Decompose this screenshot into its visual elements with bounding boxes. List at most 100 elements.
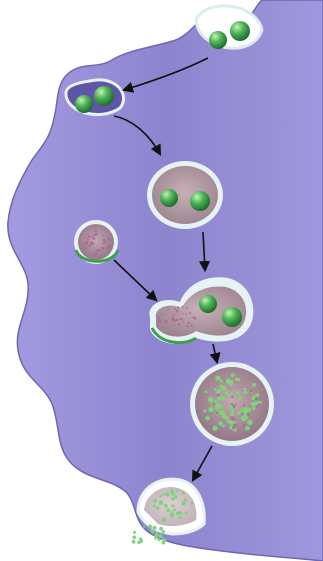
texture-dot bbox=[245, 426, 250, 431]
texture-dot bbox=[181, 306, 183, 308]
texture-dot bbox=[158, 317, 160, 319]
stage-membrane-invagination bbox=[66, 80, 124, 115]
texture-dot bbox=[238, 396, 242, 400]
texture-dot bbox=[162, 517, 167, 522]
lysosome-lumen bbox=[78, 224, 114, 260]
texture-dot bbox=[154, 534, 158, 538]
texture-dot bbox=[82, 244, 84, 246]
texture-dot bbox=[162, 538, 164, 540]
texture-dot bbox=[189, 312, 191, 314]
texture-dot bbox=[193, 316, 196, 319]
texture-dot bbox=[184, 511, 187, 514]
texture-dot bbox=[234, 403, 236, 405]
texture-dot bbox=[218, 421, 223, 426]
particle-green bbox=[230, 21, 250, 41]
texture-dot bbox=[258, 403, 261, 406]
texture-dot bbox=[107, 248, 109, 250]
texture-dot bbox=[244, 391, 248, 395]
texture-dot bbox=[176, 512, 180, 516]
texture-dot bbox=[179, 318, 181, 320]
texture-dot bbox=[231, 373, 235, 377]
texture-dot bbox=[227, 420, 231, 424]
texture-dot bbox=[179, 516, 182, 519]
texture-dot bbox=[143, 525, 145, 527]
texture-dot bbox=[178, 323, 181, 326]
texture-dot bbox=[243, 425, 246, 428]
texture-dot bbox=[188, 322, 190, 324]
texture-dot bbox=[86, 244, 88, 246]
texture-dot bbox=[95, 230, 97, 232]
particle-green bbox=[190, 191, 210, 211]
texture-dot bbox=[97, 249, 100, 252]
texture-dot bbox=[148, 525, 152, 529]
texture-dot bbox=[224, 380, 226, 382]
texture-dot bbox=[247, 420, 252, 425]
texture-dot bbox=[205, 416, 210, 421]
texture-dot bbox=[159, 321, 161, 323]
texture-dot bbox=[234, 423, 237, 426]
texture-dot bbox=[101, 247, 104, 250]
texture-dot bbox=[176, 310, 179, 313]
texture-dot bbox=[218, 389, 222, 393]
texture-dot bbox=[88, 245, 91, 248]
texture-dot bbox=[108, 238, 111, 241]
texture-dot bbox=[255, 397, 258, 400]
texture-dot bbox=[186, 325, 188, 327]
texture-dot bbox=[231, 403, 233, 405]
texture-dot bbox=[159, 527, 163, 531]
texture-dot bbox=[107, 245, 110, 248]
texture-dot bbox=[255, 393, 259, 397]
texture-dot bbox=[217, 394, 220, 397]
texture-dot bbox=[164, 493, 167, 496]
texture-dot bbox=[211, 419, 213, 421]
texture-dot bbox=[88, 235, 91, 238]
particle-green bbox=[199, 295, 217, 313]
texture-dot bbox=[174, 495, 177, 498]
texture-dot bbox=[208, 407, 213, 412]
texture-dot bbox=[181, 501, 186, 506]
texture-dot bbox=[208, 397, 214, 403]
texture-dot bbox=[170, 489, 174, 493]
texture-dot bbox=[230, 413, 234, 417]
texture-dot bbox=[176, 319, 178, 321]
texture-dot bbox=[252, 395, 255, 398]
texture-dot bbox=[203, 409, 206, 412]
particle-green bbox=[75, 95, 93, 113]
texture-dot bbox=[181, 313, 182, 314]
texture-dot bbox=[172, 318, 175, 321]
texture-dot bbox=[247, 387, 249, 389]
texture-dot bbox=[159, 501, 163, 505]
texture-dot bbox=[176, 489, 179, 492]
texture-dot bbox=[85, 247, 88, 250]
texture-dot bbox=[153, 499, 157, 503]
texture-dot bbox=[159, 495, 162, 498]
texture-dot bbox=[243, 404, 245, 406]
texture-dot bbox=[165, 505, 168, 508]
texture-dot bbox=[248, 414, 250, 416]
texture-dot bbox=[102, 235, 104, 237]
texture-dot bbox=[94, 233, 97, 236]
texture-dot bbox=[237, 411, 241, 415]
texture-dot bbox=[214, 388, 217, 391]
texture-dot bbox=[213, 426, 218, 431]
texture-dot bbox=[186, 314, 187, 315]
texture-dot bbox=[92, 235, 94, 237]
texture-dot bbox=[215, 376, 220, 381]
texture-dot bbox=[93, 253, 96, 256]
particle-green bbox=[94, 86, 114, 106]
texture-dot bbox=[162, 530, 165, 533]
texture-dot bbox=[171, 504, 174, 507]
texture-dot bbox=[103, 241, 105, 243]
texture-dot bbox=[90, 242, 93, 245]
stage-lysosome bbox=[74, 220, 118, 264]
texture-dot bbox=[182, 319, 184, 321]
texture-dot bbox=[153, 505, 156, 508]
texture-dot bbox=[186, 308, 188, 310]
texture-dot bbox=[235, 378, 238, 381]
texture-dot bbox=[162, 314, 164, 316]
texture-dot bbox=[228, 407, 231, 410]
texture-dot bbox=[244, 387, 247, 390]
texture-dot bbox=[205, 390, 208, 393]
particle-green bbox=[160, 189, 178, 207]
